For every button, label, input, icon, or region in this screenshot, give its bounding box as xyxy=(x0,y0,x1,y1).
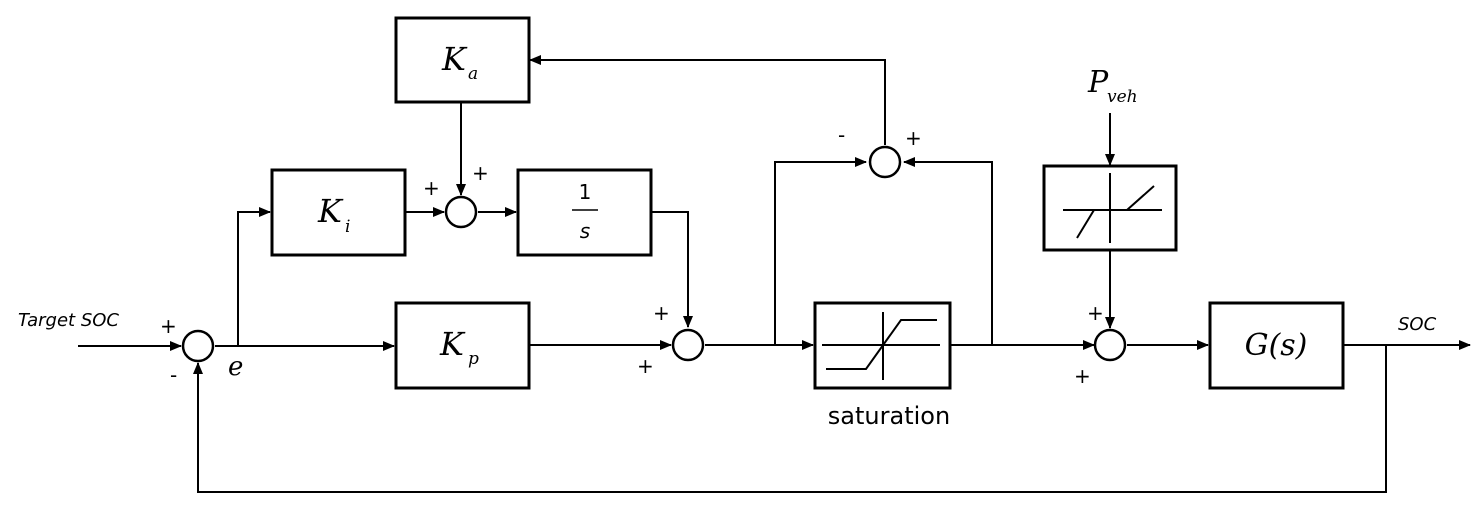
sum-junction-error xyxy=(181,329,215,363)
plant-label: G(s) xyxy=(1245,328,1308,363)
sign-sum4-minus: - xyxy=(838,123,845,147)
soc-output-label: SOC xyxy=(1398,314,1437,335)
kp-subscript: p xyxy=(468,349,479,369)
error-label: e xyxy=(228,352,243,382)
integrator-denominator: s xyxy=(580,219,590,243)
sum-junction-plant-input xyxy=(1093,328,1127,362)
sign-sum5-pveh: + xyxy=(1087,301,1104,325)
saturation-icon xyxy=(822,312,940,380)
deadzone-icon xyxy=(1063,173,1162,243)
sign-sum4-plus: + xyxy=(905,126,922,150)
saturation-caption: saturation xyxy=(828,402,950,430)
sum-junction-integrator-input xyxy=(444,195,478,229)
sign-sum1-feedback: - xyxy=(170,363,177,387)
kp-symbol: K xyxy=(439,325,466,363)
wire-presat-to-sum4 xyxy=(774,157,867,345)
sum-junction-controller xyxy=(671,328,705,362)
ki-symbol: K xyxy=(317,192,344,230)
target-soc-label: Target SOC xyxy=(18,310,119,331)
kp-block xyxy=(394,301,531,390)
integrator-numerator: 1 xyxy=(579,180,592,204)
plant-block xyxy=(1208,301,1345,390)
sign-sum2-ki: + xyxy=(423,176,440,200)
sign-sum2-ka: + xyxy=(472,161,489,185)
pveh-symbol: P xyxy=(1087,65,1109,100)
wire-postsat-to-sum4 xyxy=(903,157,993,345)
ka-symbol: K xyxy=(441,40,468,78)
sign-sum5-sat: + xyxy=(1074,364,1091,388)
wire-feedback xyxy=(193,345,1387,493)
sign-sum3-integrator: + xyxy=(653,301,670,325)
integrator-block xyxy=(516,168,653,257)
sum-junction-antiwindup xyxy=(868,145,902,179)
sign-sum3-kp: + xyxy=(637,354,654,378)
wire-sum4-to-ka xyxy=(529,55,886,145)
sign-sum1-target: + xyxy=(160,314,177,338)
ka-subscript: a xyxy=(468,64,478,84)
pveh-subscript: veh xyxy=(1107,87,1138,107)
wire-error-to-ki xyxy=(237,207,271,346)
ki-block xyxy=(270,168,407,257)
ka-block xyxy=(394,16,531,104)
ki-subscript: i xyxy=(345,217,350,237)
wire-integrator-to-sum3 xyxy=(651,211,693,328)
